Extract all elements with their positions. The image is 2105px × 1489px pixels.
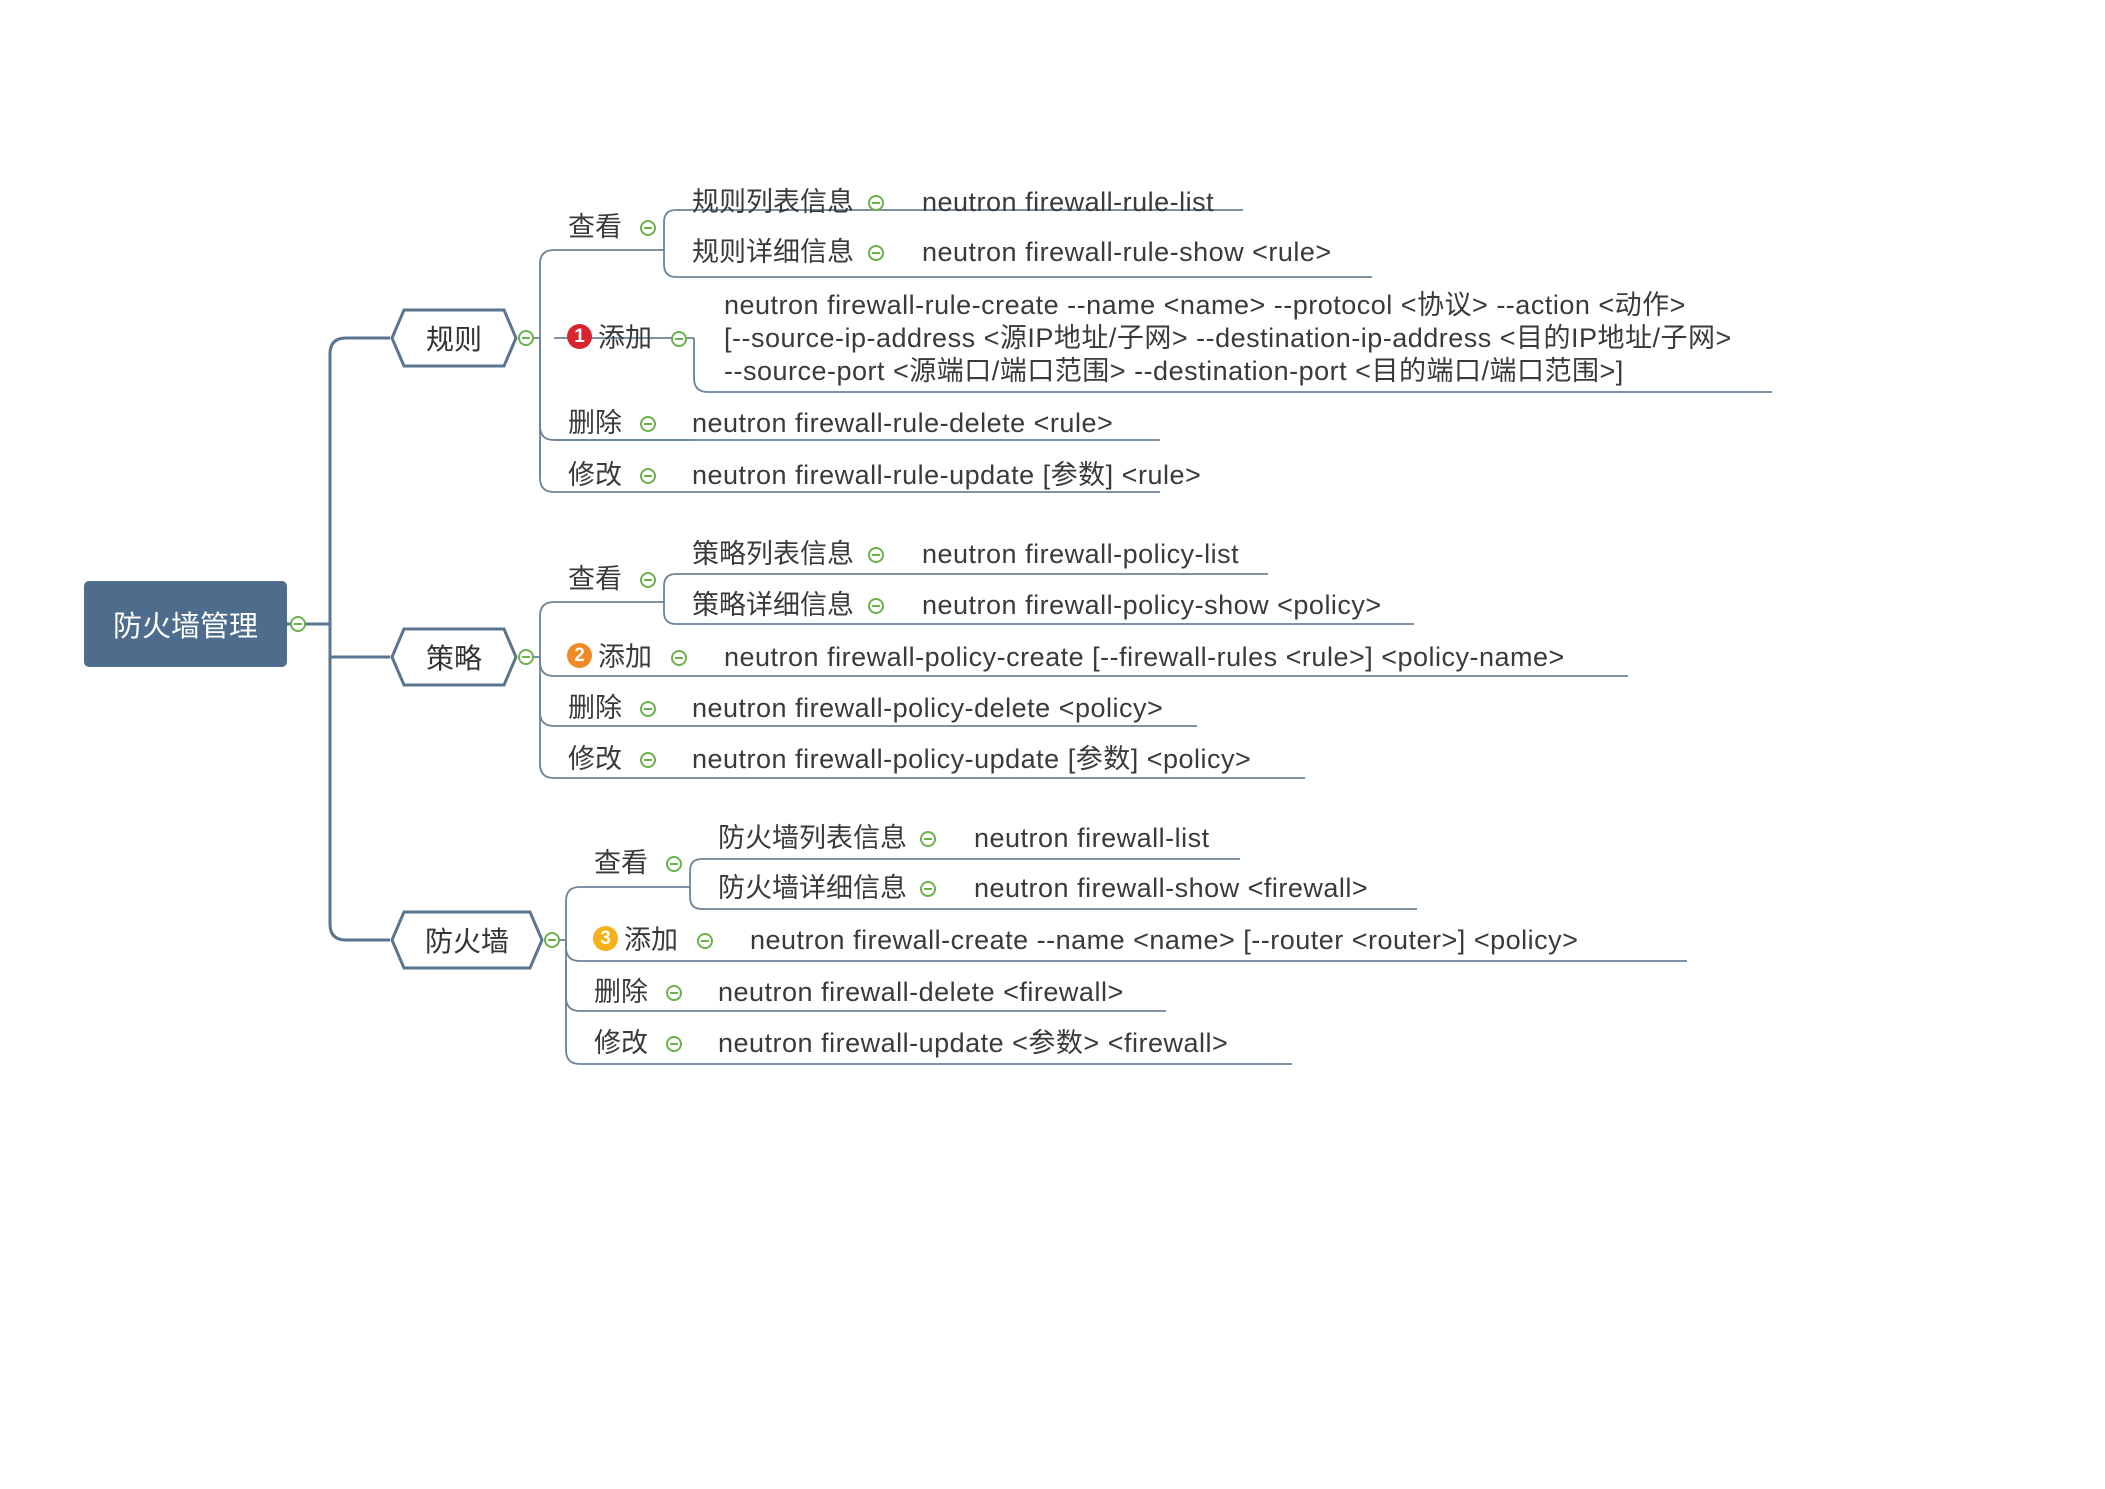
policy-add-command[interactable]: neutron firewall-policy-create [--firewa… bbox=[724, 642, 1565, 672]
collapse-icon bbox=[920, 831, 936, 847]
collapse-icons bbox=[290, 195, 936, 1052]
collapse-icon bbox=[868, 547, 884, 563]
firewall-view-label[interactable]: 查看 bbox=[594, 848, 648, 878]
collapse-icon bbox=[697, 933, 713, 949]
rules-add-label[interactable]: 添加 bbox=[598, 323, 652, 353]
collapse-icon bbox=[671, 331, 687, 347]
firewall-list-label[interactable]: 防火墙列表信息 bbox=[718, 823, 907, 853]
firewall-detail-command[interactable]: neutron firewall-show <firewall> bbox=[974, 873, 1369, 903]
firewall-add-command[interactable]: neutron firewall-create --name <name> [-… bbox=[750, 925, 1579, 955]
policy-delete-command[interactable]: neutron firewall-policy-delete <policy> bbox=[692, 693, 1164, 723]
collapse-icon bbox=[868, 245, 884, 261]
rules-detail-command[interactable]: neutron firewall-rule-show <rule> bbox=[922, 237, 1332, 267]
rules-delete-command[interactable]: neutron firewall-rule-delete <rule> bbox=[692, 408, 1114, 438]
collapse-icon bbox=[868, 598, 884, 614]
trunk-connectors bbox=[287, 336, 390, 942]
topic-rules[interactable]: 规则 bbox=[390, 308, 518, 368]
collapse-icon bbox=[666, 985, 682, 1001]
topic-firewall[interactable]: 防火墙 bbox=[390, 910, 544, 970]
topic-firewall-label: 防火墙 bbox=[424, 926, 509, 957]
topic-policy[interactable]: 策略 bbox=[390, 627, 518, 687]
firewall-list-command[interactable]: neutron firewall-list bbox=[974, 823, 1210, 853]
topic-rules-label: 规则 bbox=[425, 324, 482, 355]
rules-view-label[interactable]: 查看 bbox=[568, 212, 622, 242]
root-topic[interactable]: 防火墙管理 bbox=[84, 581, 287, 667]
collapse-icon bbox=[290, 616, 306, 632]
policy-list-command[interactable]: neutron firewall-policy-list bbox=[922, 539, 1240, 569]
rules-list-command[interactable]: neutron firewall-rule-list bbox=[922, 187, 1215, 217]
policy-detail-label[interactable]: 策略详细信息 bbox=[692, 590, 854, 620]
collapse-icon bbox=[518, 649, 534, 665]
collapse-icon bbox=[640, 752, 656, 768]
collapse-icon bbox=[640, 468, 656, 484]
collapse-icon bbox=[868, 195, 884, 211]
collapse-icon bbox=[640, 416, 656, 432]
rules-detail-label[interactable]: 规则详细信息 bbox=[692, 237, 854, 267]
rules-update-label[interactable]: 修改 bbox=[568, 460, 622, 490]
firewall-branch-connectors bbox=[552, 858, 1687, 1065]
firewall-delete-command[interactable]: neutron firewall-delete <firewall> bbox=[718, 977, 1124, 1007]
priority-1-badge: 1 bbox=[567, 324, 592, 349]
collapse-icon bbox=[671, 650, 687, 666]
policy-view-label[interactable]: 查看 bbox=[568, 564, 622, 594]
firewall-update-command[interactable]: neutron firewall-update <参数> <firewall> bbox=[718, 1028, 1229, 1058]
root-label: 防火墙管理 bbox=[112, 611, 258, 643]
policy-update-command[interactable]: neutron firewall-policy-update [参数] <pol… bbox=[692, 744, 1252, 774]
collapse-icon bbox=[640, 701, 656, 717]
rules-add-command-line-2[interactable]: [--source-ip-address <源IP地址/子网> --destin… bbox=[724, 323, 1732, 353]
collapse-icon bbox=[640, 572, 656, 588]
firewall-detail-label[interactable]: 防火墙详细信息 bbox=[718, 873, 907, 903]
rules-list-label[interactable]: 规则列表信息 bbox=[692, 187, 854, 217]
rules-update-command[interactable]: neutron firewall-rule-update [参数] <rule> bbox=[692, 460, 1202, 490]
topic-policy-label: 策略 bbox=[425, 643, 482, 674]
collapse-icon bbox=[666, 1036, 682, 1052]
policy-detail-command[interactable]: neutron firewall-policy-show <policy> bbox=[922, 590, 1382, 620]
rules-add-command-line-3[interactable]: --source-port <源端口/端口范围> --destination-p… bbox=[724, 356, 1624, 386]
rules-delete-label[interactable]: 删除 bbox=[568, 408, 622, 438]
collapse-icon bbox=[544, 932, 560, 948]
rules-add-command-line-1[interactable]: neutron firewall-rule-create --name <nam… bbox=[724, 290, 1686, 320]
firewall-delete-label[interactable]: 删除 bbox=[594, 977, 648, 1007]
policy-delete-label[interactable]: 删除 bbox=[568, 693, 622, 723]
collapse-icon bbox=[920, 881, 936, 897]
policy-branch-connectors bbox=[526, 573, 1628, 779]
rule-branch-connectors bbox=[526, 209, 1772, 493]
firewall-update-label[interactable]: 修改 bbox=[594, 1028, 648, 1058]
policy-list-label[interactable]: 策略列表信息 bbox=[692, 539, 854, 569]
collapse-icon bbox=[640, 220, 656, 236]
policy-add-label[interactable]: 添加 bbox=[598, 642, 652, 672]
collapse-icon bbox=[666, 856, 682, 872]
priority-3-badge: 3 bbox=[593, 926, 618, 951]
firewall-add-label[interactable]: 添加 bbox=[624, 925, 678, 955]
collapse-icon bbox=[518, 330, 534, 346]
priority-2-badge: 2 bbox=[567, 643, 592, 668]
policy-update-label[interactable]: 修改 bbox=[568, 744, 622, 774]
